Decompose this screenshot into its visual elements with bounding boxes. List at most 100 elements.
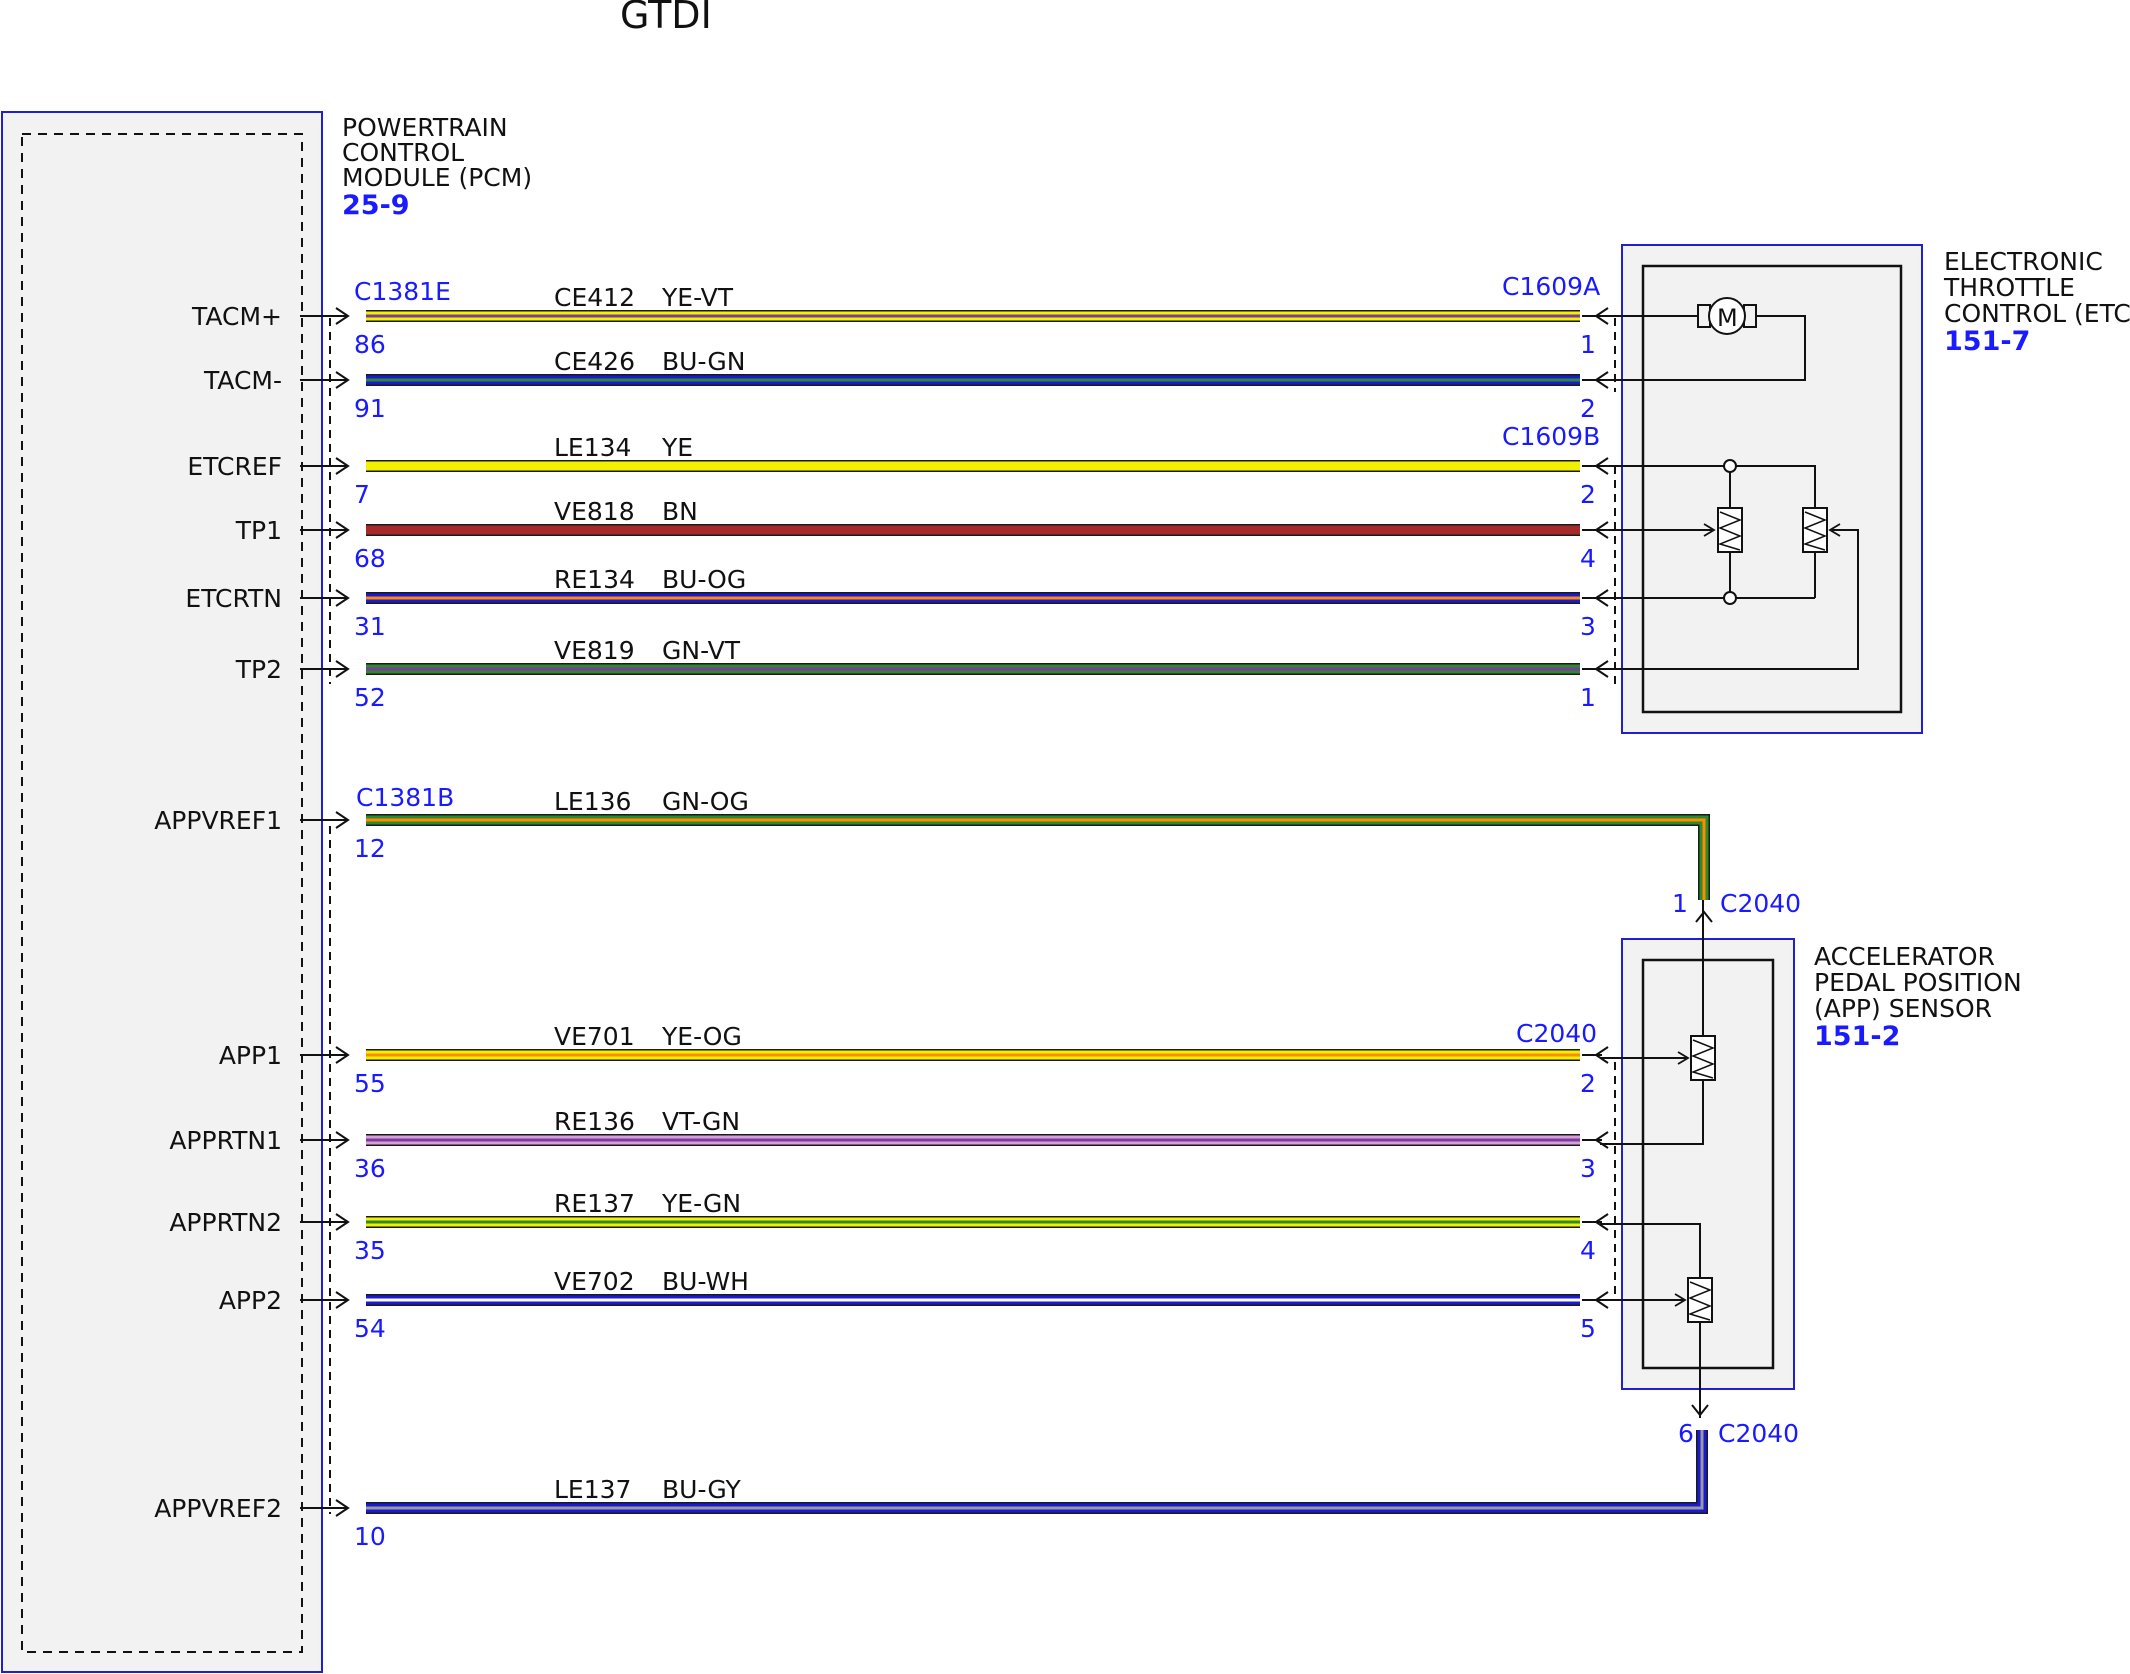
far-pin-arrow-icon bbox=[1594, 589, 1609, 607]
pcm-pin-arrow-icon bbox=[335, 1213, 350, 1231]
pcm-pin-number: 35 bbox=[354, 1236, 386, 1265]
far-pin-arrow-icon bbox=[1594, 371, 1609, 389]
pcm-pin-arrow-icon bbox=[335, 521, 350, 539]
circuit-id: VE701 bbox=[554, 1022, 635, 1051]
app-name-line-2: PEDAL POSITION bbox=[1814, 968, 2022, 997]
circuit-id: VE819 bbox=[554, 636, 635, 665]
etc-connector-c1609b: C1609B bbox=[1502, 422, 1600, 451]
signal-name: APPVREF1 bbox=[154, 806, 282, 835]
pcm-pin-number: 54 bbox=[354, 1314, 386, 1343]
circuit-id: RE134 bbox=[554, 565, 635, 594]
pcm-connector-c1381b: C1381B bbox=[356, 783, 454, 812]
far-pin-arrow-icon bbox=[1594, 521, 1609, 539]
pcm-pin-arrow-icon bbox=[335, 457, 350, 475]
etc-module: ELECTRONIC THROTTLE CONTROL (ETC) 151-7 … bbox=[1502, 244, 2130, 734]
pcm-pin-number: 36 bbox=[354, 1154, 386, 1183]
far-pin-number: 1 bbox=[1580, 330, 1596, 359]
pcm-pin-arrow-icon bbox=[335, 660, 350, 678]
app-inner-box bbox=[1641, 958, 1775, 1370]
pcm-ref-link[interactable]: 25-9 bbox=[342, 190, 410, 221]
circuit-id: CE412 bbox=[554, 283, 635, 312]
pcm-name-line-1: POWERTRAIN bbox=[342, 113, 508, 142]
app-sensor-1-icon bbox=[1600, 900, 1716, 1145]
far-pin-number: 4 bbox=[1580, 544, 1596, 573]
circuit-id: RE136 bbox=[554, 1107, 635, 1136]
pcm-pin-number: 31 bbox=[354, 612, 386, 641]
far-pin-number: 1 bbox=[1672, 889, 1688, 918]
throttle-position-sensors-icon bbox=[1600, 459, 1859, 670]
far-pin-arrow-icon bbox=[1594, 1291, 1609, 1309]
pcm-pin-number: 7 bbox=[354, 480, 370, 509]
etc-connector-c1609a: C1609A bbox=[1502, 272, 1600, 301]
circuit-id: RE137 bbox=[554, 1189, 635, 1218]
signal-name: APPRTN2 bbox=[169, 1208, 282, 1237]
wire-color-code: GN-VT bbox=[662, 636, 741, 665]
far-pin-number: 5 bbox=[1580, 1314, 1596, 1343]
far-pin-number: 2 bbox=[1580, 394, 1596, 423]
wire-color-code: BU-WH bbox=[662, 1267, 749, 1296]
far-pin-number: 2 bbox=[1580, 480, 1596, 509]
etc-name-line-1: ELECTRONIC bbox=[1944, 247, 2103, 276]
signal-name: APPRTN1 bbox=[169, 1126, 282, 1155]
pcm-outer-box bbox=[1, 111, 323, 1673]
app-ref-link[interactable]: 151-2 bbox=[1814, 1021, 1900, 1052]
wire-stripe bbox=[366, 1430, 1704, 1510]
circuit-id: LE137 bbox=[554, 1475, 631, 1504]
wire-body bbox=[366, 815, 1709, 900]
wire-color-code: YE-VT bbox=[661, 283, 734, 312]
far-pin-arrow-icon bbox=[1691, 1404, 1709, 1417]
app-name-line-3: (APP) SENSOR bbox=[1814, 994, 1992, 1023]
signal-name: ETCREF bbox=[187, 452, 282, 481]
etc-name-line-3: CONTROL (ETC) bbox=[1944, 299, 2130, 328]
circuit-id: LE134 bbox=[554, 433, 631, 462]
far-pin-number: 6 bbox=[1678, 1419, 1694, 1448]
pcm-pin-number: 12 bbox=[354, 834, 386, 863]
far-pin-number: 3 bbox=[1580, 612, 1596, 641]
wire-color-code: BN bbox=[662, 497, 698, 526]
app-sensor-module: ACCELERATOR PEDAL POSITION (APP) SENSOR … bbox=[1516, 889, 2022, 1448]
pcm-connector-c1381e: C1381E bbox=[354, 277, 451, 306]
signal-name: ETCRTN bbox=[185, 584, 282, 613]
etc-inner-box bbox=[1641, 264, 1903, 714]
wire-re134[interactable]: ETCRTN 31 RE134 BU-OG 3 bbox=[185, 565, 1609, 641]
pcm-pin-arrow-icon bbox=[335, 371, 350, 389]
pcm-module: POWERTRAIN CONTROL MODULE (PCM) 25-9 C13… bbox=[1, 111, 532, 1673]
signal-name: TACM- bbox=[203, 366, 282, 395]
signal-name: TP2 bbox=[235, 655, 282, 684]
far-pin-number: 4 bbox=[1580, 1236, 1596, 1265]
app-sensor-2-icon bbox=[1600, 1223, 1713, 1418]
wire-color-code: YE bbox=[661, 433, 693, 462]
signal-name: APP2 bbox=[219, 1286, 282, 1315]
far-pin-arrow-icon bbox=[1594, 1131, 1609, 1149]
far-pin-number: 2 bbox=[1580, 1069, 1596, 1098]
wire-color-code: BU-OG bbox=[662, 565, 746, 594]
wire-le134[interactable]: ETCREF 7 LE134 YE 2 bbox=[187, 433, 1609, 509]
far-pin-arrow-icon bbox=[1695, 910, 1713, 923]
etc-ref-link[interactable]: 151-7 bbox=[1944, 326, 2030, 357]
pcm-pin-number: 68 bbox=[354, 544, 386, 573]
pcm-pin-arrow-icon bbox=[335, 1046, 350, 1064]
diagram-title: GTDI bbox=[620, 0, 712, 37]
etc-name-line-2: THROTTLE bbox=[1943, 273, 2075, 302]
far-pin-number: 1 bbox=[1580, 683, 1596, 712]
circuit-id: CE426 bbox=[554, 347, 635, 376]
signal-name: APP1 bbox=[219, 1041, 282, 1070]
app-connector-bottom: C2040 bbox=[1718, 1419, 1799, 1448]
wire-color-code: BU-GN bbox=[662, 347, 745, 376]
app-connector-side: C2040 bbox=[1516, 1019, 1597, 1048]
pcm-inner-box bbox=[21, 133, 303, 1653]
throttle-motor-icon: M bbox=[1600, 297, 1806, 381]
far-pin-arrow-icon bbox=[1594, 660, 1609, 678]
